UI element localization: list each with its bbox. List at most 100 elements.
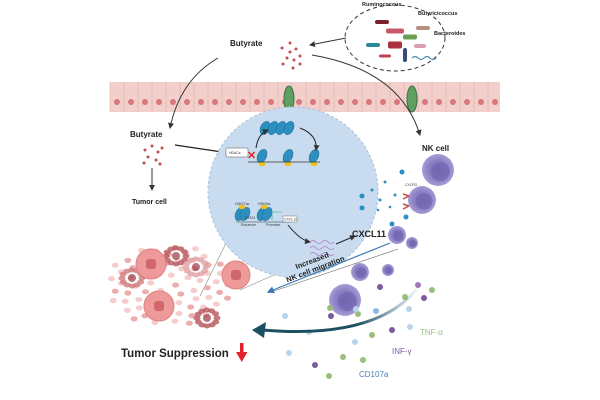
cell-nucleus — [296, 99, 302, 105]
tumor-fragment — [142, 289, 149, 295]
apoptotic-body — [183, 268, 191, 274]
butyrate-molecule — [294, 47, 298, 51]
bacterium — [416, 26, 430, 30]
butyrate-molecule — [281, 62, 285, 66]
butyrate-molecule — [298, 54, 302, 58]
cxcl11-molecule — [388, 205, 392, 209]
apoptotic-body — [201, 260, 208, 266]
butyrate-molecule — [150, 144, 154, 148]
bacterium — [388, 41, 402, 49]
cytotoxic-molecules — [282, 282, 435, 379]
cell-nucleus — [324, 99, 330, 105]
receptor-label: CXCR3 — [405, 183, 417, 187]
gut-microbiota: Ruminococcus Butyricicoccus Bacteroides — [344, 2, 466, 72]
hdacs-label: HDACs — [229, 151, 241, 155]
butyrate-top-label: Butyrate — [230, 39, 263, 48]
cell-nucleus — [464, 99, 470, 105]
butyrate-molecules-left — [142, 144, 164, 166]
arrow-butyrate-down — [168, 57, 219, 129]
enhancer-label: Enhancer — [241, 223, 257, 227]
nk-cell-nucleus — [415, 193, 433, 210]
bacterium — [414, 44, 426, 48]
butyrate-molecule — [280, 46, 284, 50]
acetyl-mark — [284, 161, 292, 167]
arrow-bacteria-to-butyrate — [309, 37, 347, 47]
cytokine-molecule — [328, 313, 334, 319]
cytokine-molecule — [389, 327, 395, 333]
cell-nucleus — [212, 99, 218, 105]
tumor-fragment — [124, 290, 132, 296]
cxcl11-molecule — [383, 180, 387, 184]
mark2-label: H3K9ac — [258, 202, 271, 206]
gene-label: CXCL11 — [284, 218, 297, 222]
nucleosome — [261, 207, 273, 221]
apoptotic-body — [119, 279, 127, 285]
cxcl11-molecule — [378, 198, 382, 202]
butyrate-molecule — [154, 158, 158, 162]
cytokine-molecule — [282, 313, 288, 319]
butyrate-molecule — [288, 50, 292, 54]
butyrate-molecule — [288, 41, 292, 45]
tumor-fragment — [185, 320, 193, 326]
tumor-fragment — [200, 253, 208, 259]
acetyl-mark — [310, 161, 318, 167]
butyrate-molecule — [160, 146, 164, 150]
tumor-fragment — [109, 297, 117, 304]
cytokine-molecule — [429, 287, 435, 293]
cytokine-molecule — [340, 354, 346, 360]
cytokine-molecule — [353, 306, 359, 312]
butyrate-molecule — [142, 161, 146, 165]
arrow-acetylation — [255, 129, 269, 149]
cxcl11-label: CXCL11 — [352, 229, 386, 239]
cell-nucleus — [352, 99, 358, 105]
tumor-fragment — [184, 275, 192, 281]
nucleosome — [283, 121, 295, 135]
cell-nucleus — [240, 99, 246, 105]
tumor-fragment — [190, 287, 198, 294]
arrow-butyrate-to-nk — [311, 54, 422, 136]
stat4-label: STAT4 — [245, 216, 255, 220]
mrna-icon — [309, 240, 335, 256]
tumor-fragment — [172, 282, 180, 288]
inhibition-line — [174, 144, 223, 153]
tumor-fragment — [111, 262, 119, 268]
promoter-label: Promoter — [266, 223, 281, 227]
cell-nucleus — [436, 99, 442, 105]
inf-label: INF-γ — [392, 347, 412, 356]
butyrate-left-label: Butyrate — [130, 130, 163, 139]
tumor-fragment — [124, 257, 132, 263]
tumor-cell-nucleus — [146, 259, 156, 269]
goblet-cell — [406, 85, 418, 113]
bacteria-label-ruminococcus: Ruminococcus — [362, 2, 401, 8]
cell-nucleus — [128, 99, 134, 105]
cytotoxicity-arrow — [261, 284, 422, 334]
cell-nucleus — [380, 99, 386, 105]
migration-arrow — [266, 242, 391, 294]
migration-line — [267, 248, 399, 294]
cross-icon: ✕ — [247, 150, 256, 162]
bacterium — [411, 55, 437, 61]
butyrate-molecules-top — [280, 41, 302, 70]
cell-nucleus — [478, 99, 484, 105]
bacteria-label-bacteroides: Bacteroides — [434, 31, 466, 37]
tss-icon — [271, 211, 282, 220]
nk-cell-nucleus — [392, 230, 404, 242]
cell-nucleus — [268, 99, 274, 105]
cytokine-molecule — [286, 350, 292, 356]
apoptotic-body — [182, 264, 190, 270]
apoptotic-body — [212, 311, 219, 317]
cytokine-molecule — [326, 373, 332, 379]
tumor-fragment — [108, 276, 115, 282]
nk-cell-nucleus — [355, 267, 367, 279]
cytokine-molecule — [369, 332, 375, 338]
cxcl11-molecule — [403, 214, 409, 220]
nk-cell-nucleus — [337, 292, 357, 312]
receptor-icon — [402, 193, 410, 210]
cell-nucleus — [310, 99, 316, 105]
tumor-fragment — [187, 304, 195, 310]
apoptotic-body — [181, 249, 188, 255]
apoptotic-core — [192, 263, 200, 271]
tumor-fragment — [135, 296, 143, 303]
